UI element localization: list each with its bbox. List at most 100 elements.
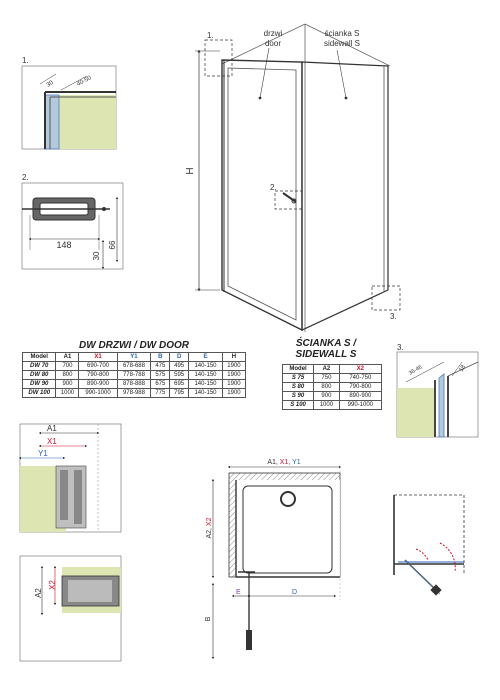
door-table-header: D <box>169 352 190 362</box>
door-table-header: Model <box>21 352 57 362</box>
table-cell: S 75 <box>281 373 315 383</box>
table-cell: DW 90 <box>21 379 57 389</box>
table-cell: DW 70 <box>21 361 57 371</box>
table-cell: 890-900 <box>338 391 383 401</box>
table-cell: S 80 <box>281 382 315 392</box>
profile-detail-width <box>18 423 122 533</box>
side-table-header: Model <box>281 364 315 374</box>
plan-side-dim: A2, X2 <box>206 517 213 538</box>
callout-3-main: 3. <box>390 312 397 321</box>
side-table: Model A2 X2 S 75 750 740-750 S 80 800 79… <box>281 364 383 410</box>
table-cell: 1900 <box>221 361 247 371</box>
table-cell: 978-988 <box>116 388 152 398</box>
detail2-width: 148 <box>56 240 71 250</box>
table-cell: 140-150 <box>188 379 223 389</box>
door-table-header-row: Model A1 X1 Y1 B D E H <box>21 352 247 362</box>
table-cell: 740-750 <box>338 373 383 383</box>
detail2-height-a: 30 <box>92 251 101 260</box>
table-cell: 575 <box>150 370 171 380</box>
table-cell: 795 <box>169 388 190 398</box>
table-cell: 1900 <box>221 379 247 389</box>
table-row: S 75 750 740-750 <box>281 373 383 383</box>
door-table-header: H <box>221 352 247 362</box>
table-row: S 90 900 890-900 <box>281 391 383 401</box>
table-cell: 775 <box>150 388 171 398</box>
side-table-header: X2 <box>338 364 383 374</box>
plan-b-label: B <box>205 616 212 621</box>
table-cell: 800 <box>313 382 340 392</box>
door-label-line2: door <box>265 39 281 48</box>
detail1-dim-a: 30 <box>46 80 55 89</box>
bl-x2-label: X2 <box>48 580 57 590</box>
sidewall-label-line1: ścianka S <box>325 29 360 38</box>
door-table-header: Y1 <box>116 352 152 362</box>
table-cell: DW 100 <box>21 388 57 398</box>
bl-x1-label: X1 <box>47 437 57 446</box>
callout-1-main: 1. <box>207 31 214 40</box>
callout-3-detail: 3. <box>397 343 404 352</box>
plan-top-dim: A1, X1, Y1 <box>267 459 300 466</box>
table-cell: 900 <box>55 379 80 389</box>
table-cell: 495 <box>169 361 190 371</box>
table-cell: S 90 <box>281 391 315 401</box>
detail-3-corner <box>396 351 479 438</box>
table-cell: 890-900 <box>78 379 118 389</box>
table-cell: 900 <box>313 391 340 401</box>
table-cell: 990-1000 <box>78 388 118 398</box>
table-cell: 1900 <box>221 388 247 398</box>
table-cell: DW 80 <box>21 370 57 380</box>
door-label-line1: drzwi <box>264 29 283 38</box>
main-perspective-drawing <box>195 23 401 332</box>
door-table-header: B <box>150 352 171 362</box>
bl-a2-label: A2 <box>34 588 43 598</box>
callout-2-detail: 2. <box>22 173 29 182</box>
table-row: S 80 800 790-800 <box>281 382 383 392</box>
table-cell: 140-150 <box>188 370 223 380</box>
bl-y1-label: Y1 <box>38 449 48 458</box>
table-cell: 790-800 <box>338 382 383 392</box>
plan-view <box>211 465 342 660</box>
detail-2-handle <box>21 182 124 270</box>
table-cell: 140-150 <box>188 388 223 398</box>
door-table-header: X1 <box>78 352 118 362</box>
table-cell: 140-150 <box>188 361 223 371</box>
table-cell: 1000 <box>55 388 80 398</box>
table-cell: 678-688 <box>116 361 152 371</box>
door-table: Model A1 X1 Y1 B D E H DW 70 700 690-700… <box>21 352 247 398</box>
table-cell: 690-700 <box>78 361 118 371</box>
side-table-title-line2: SIDEWALL S <box>295 349 357 360</box>
door-table-header: E <box>188 352 223 362</box>
detail-1-corner <box>21 65 117 150</box>
bl-a1-label: A1 <box>47 424 57 433</box>
table-cell: 675 <box>150 379 171 389</box>
table-cell: 695 <box>169 379 190 389</box>
table-cell: 750 <box>313 373 340 383</box>
table-row: S 100 1000 990-1000 <box>281 400 383 410</box>
door-swing-detail <box>393 494 465 596</box>
height-label: H <box>185 167 196 174</box>
side-table-title-line1: ŚCIANKA S / <box>295 338 357 349</box>
table-row: DW 90 900 890-900 878-888 675 695 140-15… <box>21 379 247 389</box>
plan-d-label: D <box>292 589 297 596</box>
door-table-header: A1 <box>55 352 80 362</box>
plan-e-label: E <box>236 589 241 596</box>
detail3-dim-b: 18 <box>459 364 468 373</box>
table-cell: 800 <box>55 370 80 380</box>
callout-1-detail: 1. <box>22 56 29 65</box>
side-table-header: A2 <box>313 364 340 374</box>
table-row: DW 70 700 690-700 678-688 475 495 140-15… <box>21 361 247 371</box>
table-cell: 475 <box>150 361 171 371</box>
table-row: DW 100 1000 990-1000 978-988 775 795 140… <box>21 388 247 398</box>
door-table-title: DW DRZWI / DW DOOR <box>79 340 189 351</box>
side-table-header-row: Model A2 X2 <box>281 364 383 374</box>
side-table-title: ŚCIANKA S / SIDEWALL S <box>282 338 370 360</box>
table-cell: 1000 <box>313 400 340 410</box>
table-cell: 778-788 <box>116 370 152 380</box>
detail2-height-b: 66 <box>108 240 117 249</box>
table-cell: 700 <box>55 361 80 371</box>
table-cell: 595 <box>169 370 190 380</box>
table-cell: 790-800 <box>78 370 118 380</box>
profile-detail-depth <box>19 555 122 662</box>
table-cell: 1900 <box>221 370 247 380</box>
